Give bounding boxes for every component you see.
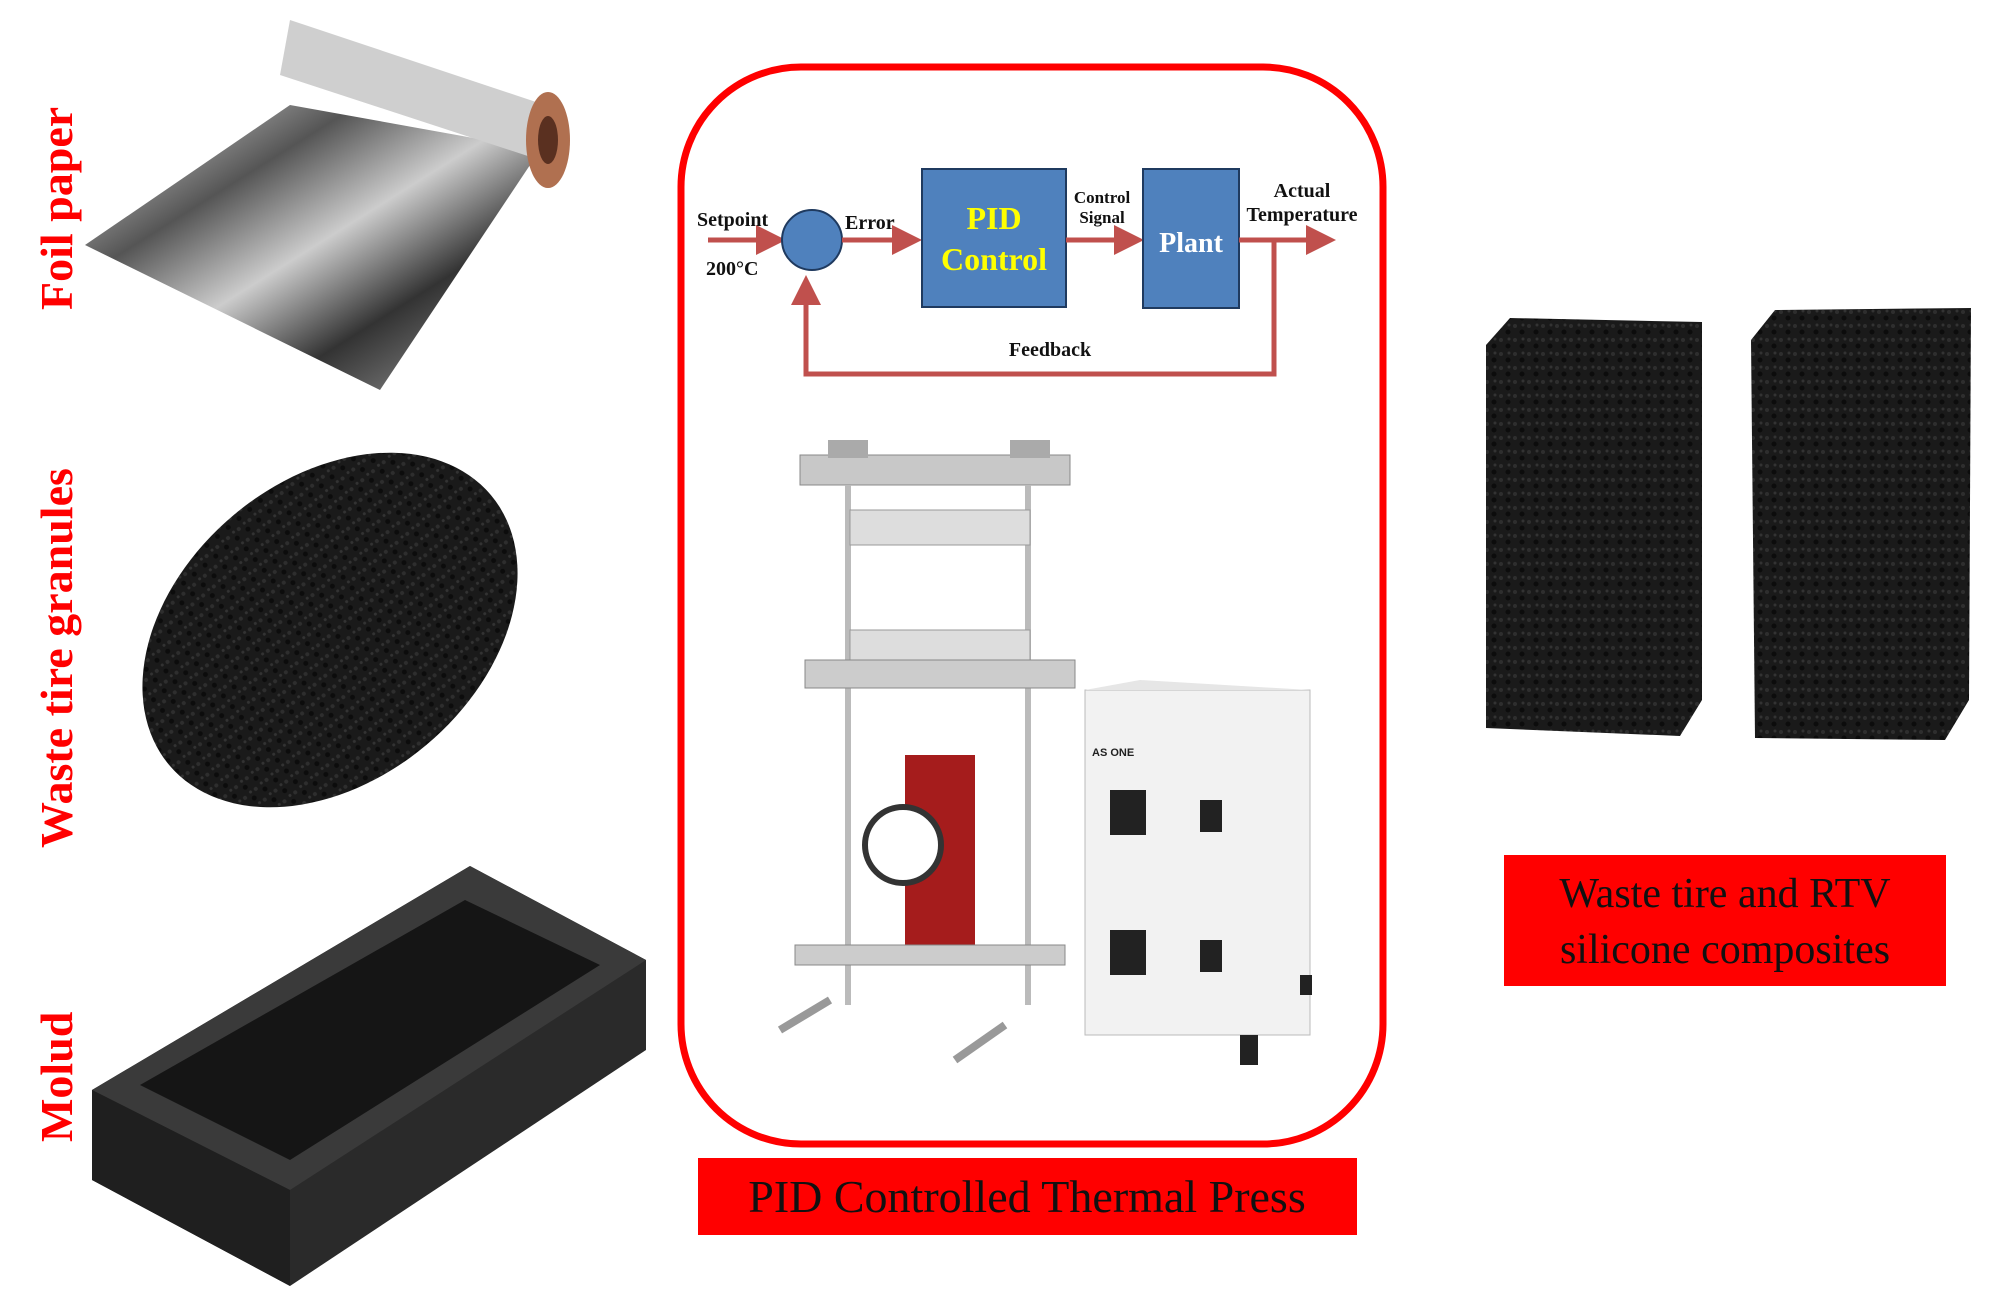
actual-temp-line1: Actual	[1274, 180, 1331, 202]
feedback-label: Feedback	[1009, 339, 1092, 361]
pid-control-block	[921, 168, 1067, 308]
label-foil-paper: Foil paper	[31, 107, 82, 310]
foil-paper-image	[85, 20, 570, 390]
composite-caption: Waste tire and RTV silicone composites	[1504, 855, 1946, 986]
pid-press-frame	[677, 63, 1387, 1148]
pid-block-diagram: Setpoint 200°C Error PID Control Control…	[697, 168, 1358, 377]
actual-temp-line2: Temperature	[1246, 204, 1357, 226]
setpoint-label: Setpoint	[697, 209, 768, 231]
setpoint-value: 200°C	[706, 258, 758, 280]
error-label: Error	[845, 212, 895, 234]
control-signal-line2: Signal	[1079, 208, 1125, 227]
composite-block-1	[1486, 318, 1702, 736]
svg-text:Waste tire and RTV: Waste tire and RTV	[1559, 871, 1890, 917]
label-waste-tire-granules: Waste tire granules	[31, 468, 82, 848]
pid-label-line1: PID	[966, 200, 1021, 236]
summing-junction	[781, 209, 843, 271]
plant-label: Plant	[1159, 228, 1223, 259]
brand-label: AS ONE	[1092, 747, 1134, 759]
controller-box	[1084, 689, 1311, 1036]
svg-text:Foil paper: Foil paper	[31, 107, 82, 310]
label-mould: Molud	[31, 1011, 82, 1142]
thermal-press-image: AS ONE	[777, 440, 1312, 1065]
mould-image	[92, 866, 646, 1286]
plant-block	[1142, 168, 1240, 309]
svg-text:Waste tire granules: Waste tire granules	[31, 468, 82, 848]
composite-block-2	[1751, 308, 1971, 740]
waste-tire-granules-image	[142, 452, 518, 808]
svg-text:PID Controlled Thermal Press: PID Controlled Thermal Press	[748, 1171, 1305, 1222]
svg-text:silicone composites: silicone composites	[1560, 927, 1890, 973]
svg-text:Molud: Molud	[31, 1011, 82, 1142]
press-caption: PID Controlled Thermal Press	[698, 1158, 1357, 1235]
control-signal-line1: Control	[1074, 188, 1131, 207]
pid-label-line2: Control	[941, 241, 1047, 277]
